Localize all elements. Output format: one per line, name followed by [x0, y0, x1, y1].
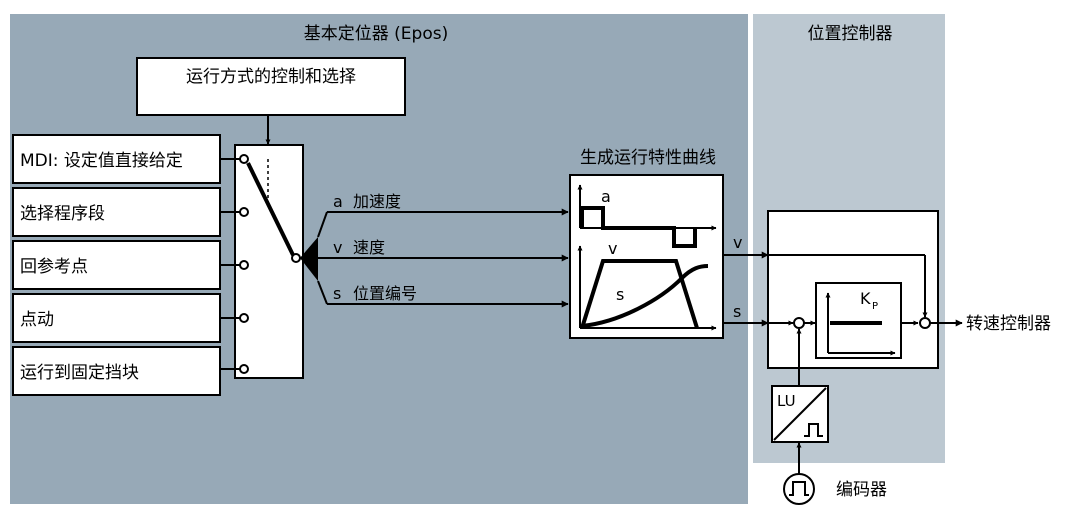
mode-box-homing [12, 240, 221, 290]
profile-generator-title: 生成运行特性曲线 [580, 148, 716, 168]
profile-generator-box [569, 174, 724, 339]
profile-v-label: v [608, 239, 617, 258]
signal-a-label: 加速度 [353, 192, 401, 211]
mode-selection-box [136, 57, 406, 116]
kp-subscript: P [872, 301, 878, 312]
encoder-label: 编码器 [836, 480, 887, 500]
speed-setpoint-junction [919, 317, 931, 329]
mode-selection-label: 运行方式的控制和选择 [186, 67, 356, 87]
velocity-position-profile-graph: v s [577, 239, 717, 331]
mode-label-fixed-stop: 运行到固定挡块 [20, 363, 139, 383]
mode-label-homing: 回参考点 [20, 257, 88, 277]
kp-gain-graph: K P [825, 289, 896, 356]
acceleration-profile-graph: a [577, 184, 717, 248]
signal-fan [300, 237, 318, 281]
position-error-junction [793, 317, 805, 329]
epos-title: 基本定位器 (Epos) [304, 24, 448, 44]
mode-box-jog [12, 293, 221, 343]
encoder-icon [783, 473, 815, 505]
signal-s-label: 位置编号 [353, 284, 417, 303]
signal-v-label: 速度 [353, 238, 385, 257]
signal-s-letter: s [333, 284, 341, 303]
position-controller-title: 位置控制器 [808, 24, 893, 44]
signal-v-letter: v [333, 238, 342, 257]
signal-a-letter: a [333, 192, 343, 211]
profile-s-label: s [616, 285, 624, 304]
lu-pulse-glyph [804, 423, 823, 437]
mode-box-mdi [12, 134, 221, 184]
mode-box-program-block [12, 187, 221, 237]
switch-lever [246, 162, 295, 256]
speed-controller-label: 转速控制器 [966, 314, 1051, 334]
mode-label-mdi: MDI: 设定值直接给定 [20, 151, 183, 171]
switch-pivot [291, 253, 301, 263]
kp-label: K [860, 289, 871, 308]
mode-label-jog: 点动 [20, 310, 54, 330]
switch-contacts [220, 154, 249, 374]
mode-label-program-block: 选择程序段 [20, 204, 105, 224]
profile-a-label: a [601, 187, 611, 206]
lu-label: LU [777, 392, 796, 410]
mode-box-fixed-stop [12, 346, 221, 396]
controller-s-label: s [733, 302, 741, 321]
controller-v-label: v [733, 233, 742, 252]
